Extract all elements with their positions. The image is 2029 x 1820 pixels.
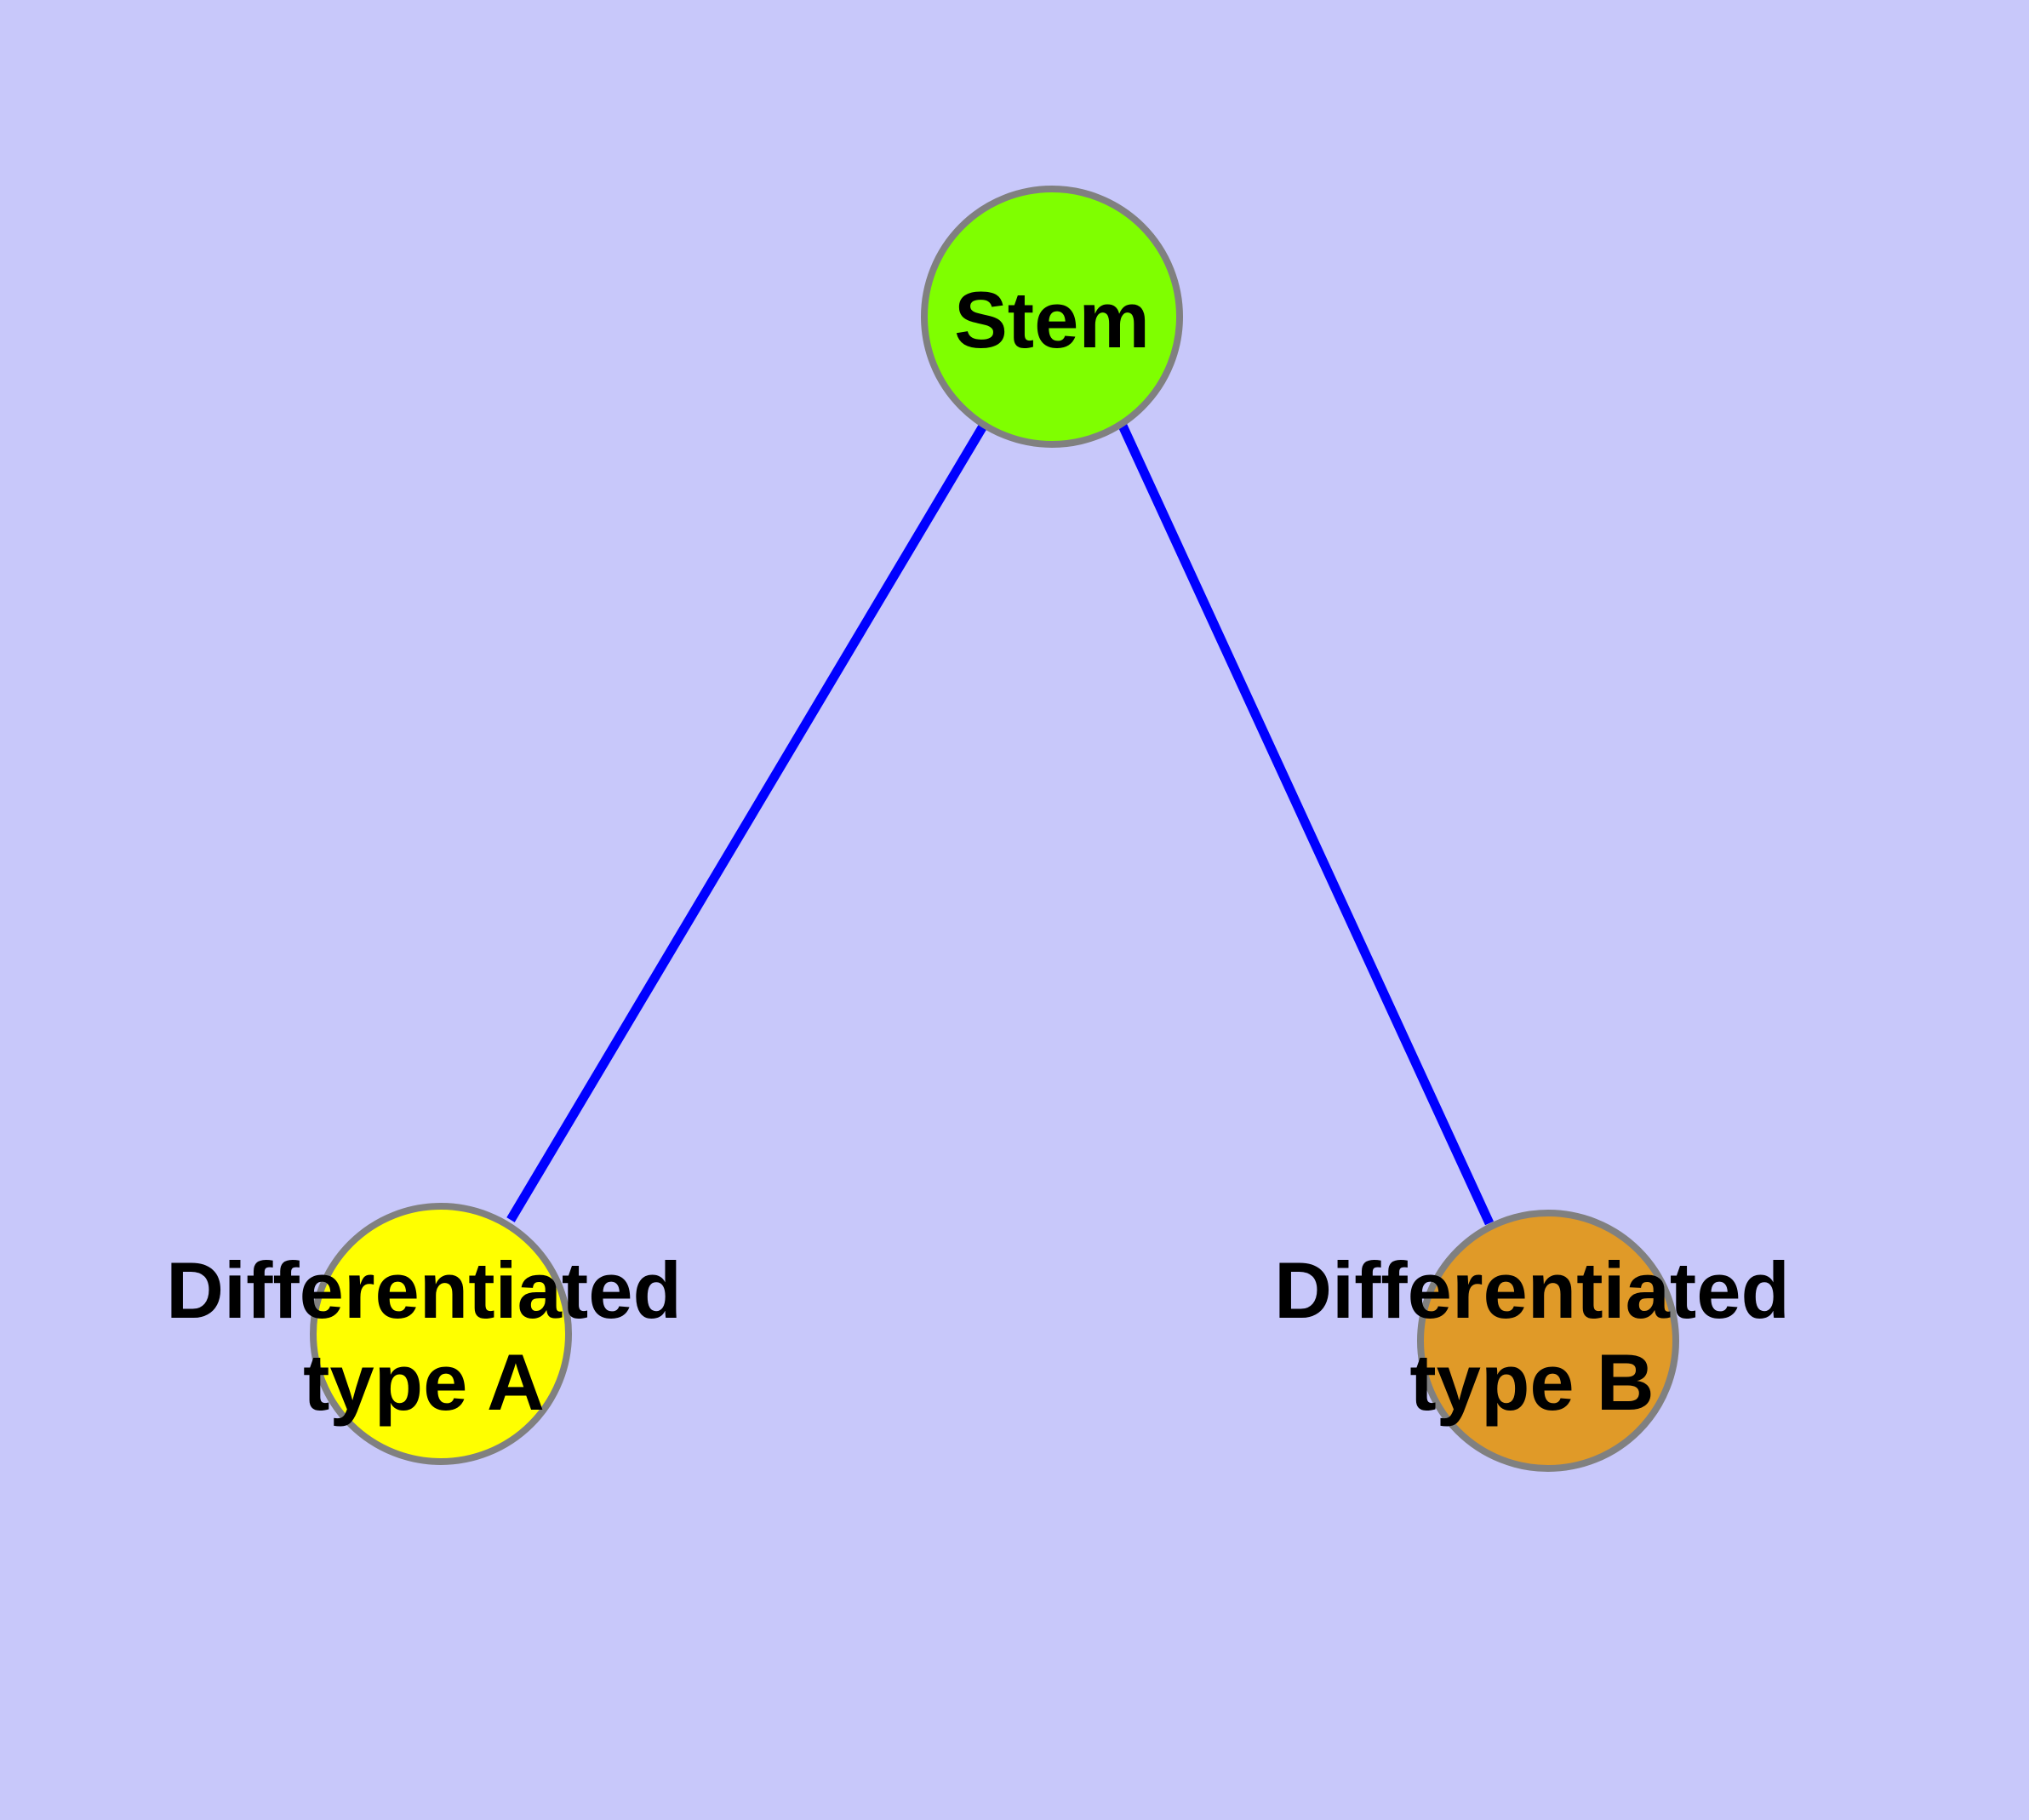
node-differentiated-type-b-circle[interactable]: [1417, 1210, 1679, 1472]
edge-layer: [506, 422, 1494, 1226]
label-line: type B: [1409, 1337, 1654, 1427]
label-line: Stem: [954, 275, 1150, 364]
label-line: Differentiated: [1274, 1245, 1790, 1335]
node-differentiated-type-b[interactable]: [1417, 1210, 1679, 1472]
node-stem[interactable]: [921, 186, 1183, 448]
edge-stem-to-differentiated-type-b[interactable]: [1118, 423, 1494, 1226]
label-line: Differentiated: [166, 1245, 682, 1335]
node-stem-label: Stem: [954, 275, 1150, 364]
node-differentiated-type-a-circle[interactable]: [310, 1203, 572, 1465]
node-layer: [310, 186, 1679, 1472]
edge-stem-to-differentiated-type-a[interactable]: [506, 422, 988, 1222]
label-line: type A: [303, 1337, 545, 1427]
node-differentiated-type-a[interactable]: [310, 1203, 572, 1465]
node-stem-circle[interactable]: [921, 186, 1183, 448]
